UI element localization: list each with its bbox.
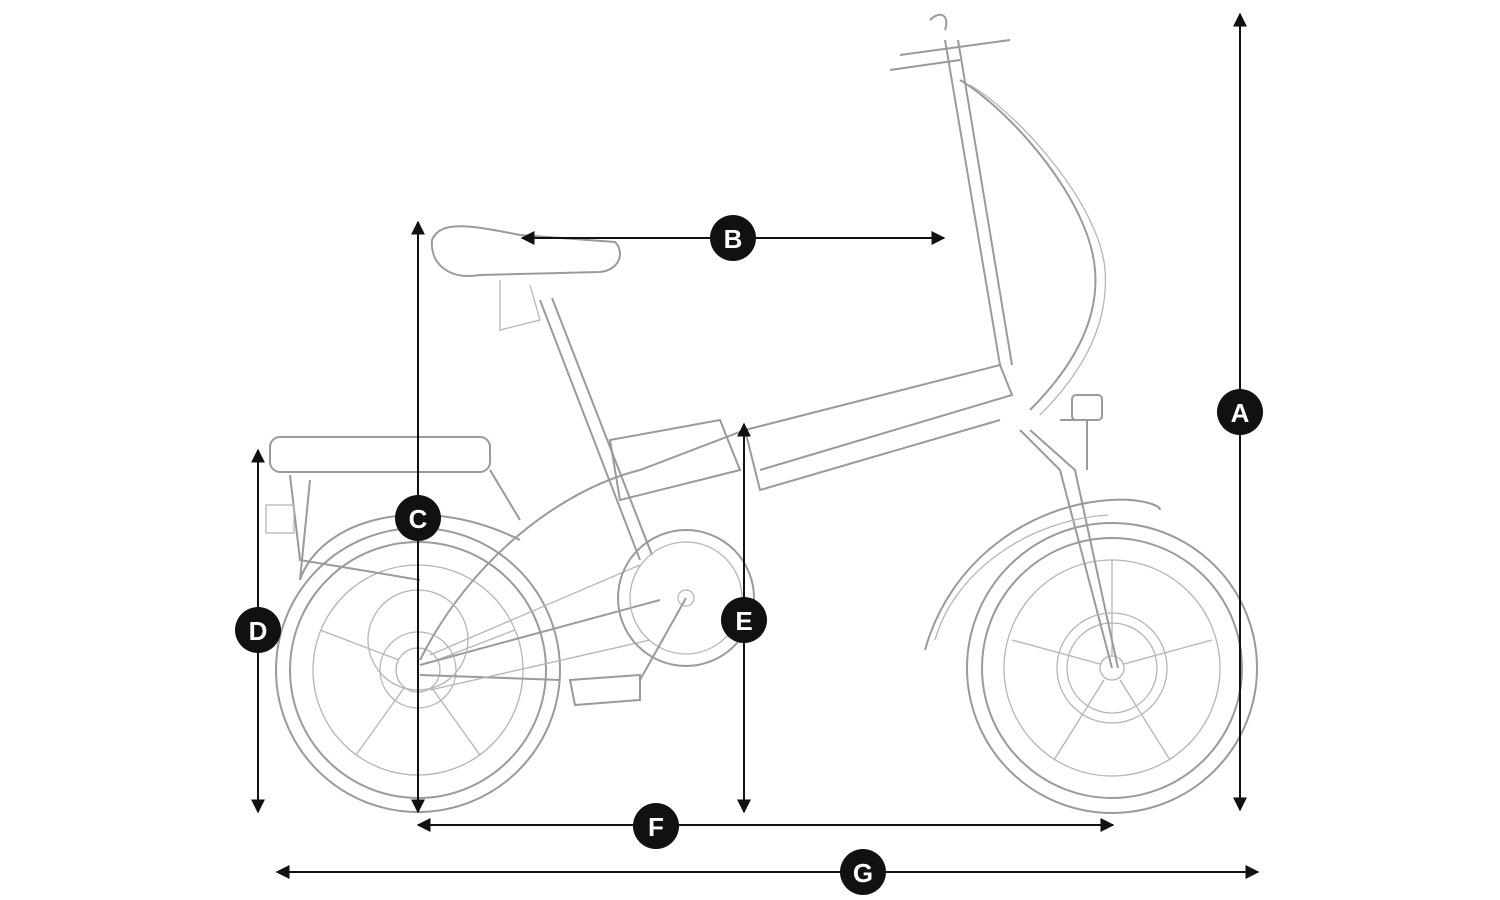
label-A: A	[1231, 398, 1250, 428]
label-F: F	[648, 812, 664, 842]
label-badge-G: G	[840, 849, 886, 895]
dimension-F: F	[416, 803, 1115, 849]
fenders	[299, 498, 1161, 651]
label-badge-B: B	[710, 215, 756, 261]
dimension-E: E	[721, 422, 767, 814]
label-G: G	[853, 858, 873, 888]
label-badge-F: F	[633, 803, 679, 849]
dimension-D: D	[235, 448, 281, 814]
label-badge-C: C	[395, 495, 441, 541]
brake-discs	[367, 589, 1168, 724]
rear-rack	[265, 436, 521, 581]
saddle	[430, 225, 621, 331]
dimension-C: C	[395, 220, 441, 814]
dimension-G: G	[275, 849, 1260, 895]
label-E: E	[735, 606, 752, 636]
label-badge-E: E	[721, 597, 767, 643]
label-badge-D: D	[235, 607, 281, 653]
dimension-A: A	[1217, 12, 1263, 812]
chainring	[568, 529, 755, 707]
frame	[419, 39, 1119, 691]
label-badge-A: A	[1217, 389, 1263, 435]
handlebar-and-cable	[889, 13, 1107, 470]
label-B: B	[724, 224, 743, 254]
dimension-B: B	[520, 215, 946, 261]
label-C: C	[409, 504, 428, 534]
bike-illustration	[265, 13, 1258, 814]
label-D: D	[249, 616, 268, 646]
